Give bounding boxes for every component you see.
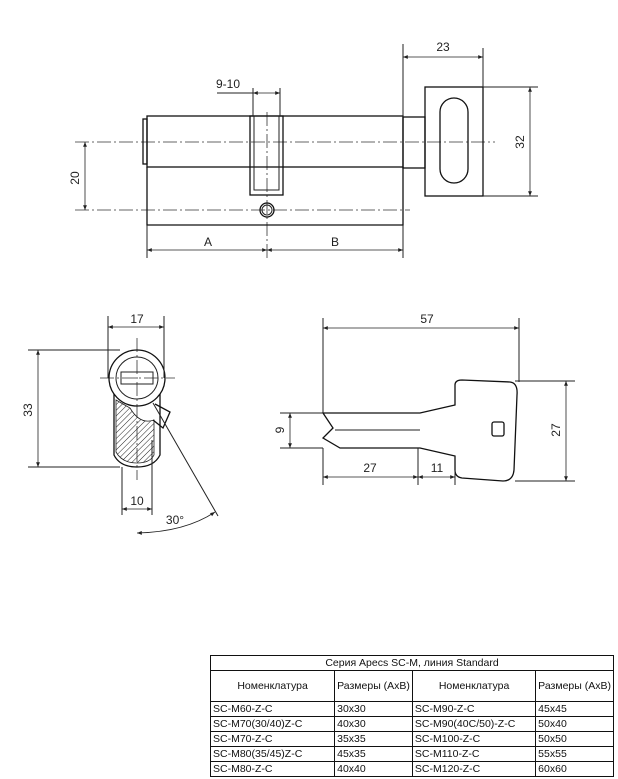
svg-text:27: 27 (549, 423, 563, 437)
dimension-angle: 30° (136, 511, 216, 535)
cell: 40x30 (334, 716, 413, 732)
dimension-a-b: A B (146, 225, 404, 258)
key-view (321, 379, 518, 482)
cell: SC-M70-Z-C (209, 731, 336, 747)
cell: 60x60 (535, 761, 614, 777)
cell: 50x40 (535, 716, 614, 732)
cell: SC-M60-Z-C (209, 701, 336, 717)
svg-text:A: A (204, 235, 212, 249)
svg-text:57: 57 (420, 312, 434, 326)
svg-text:27: 27 (363, 461, 377, 475)
header-nomenclature: Номенклатура (411, 670, 537, 702)
dimension-end-width: 17 (107, 312, 165, 378)
cell: SC-M110-Z-C (411, 746, 537, 762)
cell: 40x40 (334, 761, 413, 777)
cell: 45x45 (535, 701, 614, 717)
cell: SC-M70(30/40)Z-C (209, 716, 336, 732)
cell: SC-M120-Z-C (411, 761, 537, 777)
table-title: Серия Apecs SC-M, линия Standard (210, 655, 614, 671)
cell: SC-M80-Z-C (209, 761, 336, 777)
svg-text:10: 10 (130, 494, 144, 508)
svg-text:30°: 30° (166, 513, 184, 527)
cell: 30x30 (334, 701, 413, 717)
dimension-end-bottom: 10 (121, 440, 153, 515)
svg-text:33: 33 (21, 403, 35, 417)
svg-text:17: 17 (130, 312, 144, 326)
svg-text:11: 11 (431, 461, 444, 475)
cell: SC-M90-Z-C (411, 701, 537, 717)
cell: 45x35 (334, 746, 413, 762)
cell: 35x35 (334, 731, 413, 747)
dimension-knob-height: 32 (483, 86, 538, 197)
cylinder-side-view (75, 86, 495, 258)
cell: SC-M80(35/45)Z-C (209, 746, 336, 762)
dimension-key-head: 27 (515, 380, 575, 482)
dimension-knob-width: 23 (402, 40, 484, 117)
cell: SC-M100-Z-C (411, 731, 537, 747)
cell: 55x55 (535, 746, 614, 762)
cell: 50x50 (535, 731, 614, 747)
svg-text:23: 23 (436, 40, 450, 54)
header-sizes: Размеры (AxB) (535, 670, 614, 702)
dimension-key-blade-length: 27 11 (322, 448, 456, 485)
dimension-cam: 9-10 (216, 77, 281, 116)
dimension-key-length: 57 (322, 312, 520, 413)
header-nomenclature: Номенклатура (209, 670, 336, 702)
cylinder-end-view (100, 338, 219, 517)
dimension-end-height: 33 (21, 349, 120, 468)
specifications-table: Серия Apecs SC-M, линия Standard Номенкл… (209, 655, 614, 777)
dimension-offset: 20 (68, 142, 87, 210)
dimension-key-blade-height: 9 (273, 412, 323, 449)
svg-text:9: 9 (273, 426, 287, 433)
cell: SC-M90(40C/50)-Z-C (411, 716, 537, 732)
header-sizes: Размеры (AxB) (334, 670, 413, 702)
svg-text:B: B (331, 235, 339, 249)
svg-text:20: 20 (68, 171, 82, 185)
svg-text:32: 32 (513, 135, 527, 149)
svg-text:9-10: 9-10 (216, 77, 240, 91)
